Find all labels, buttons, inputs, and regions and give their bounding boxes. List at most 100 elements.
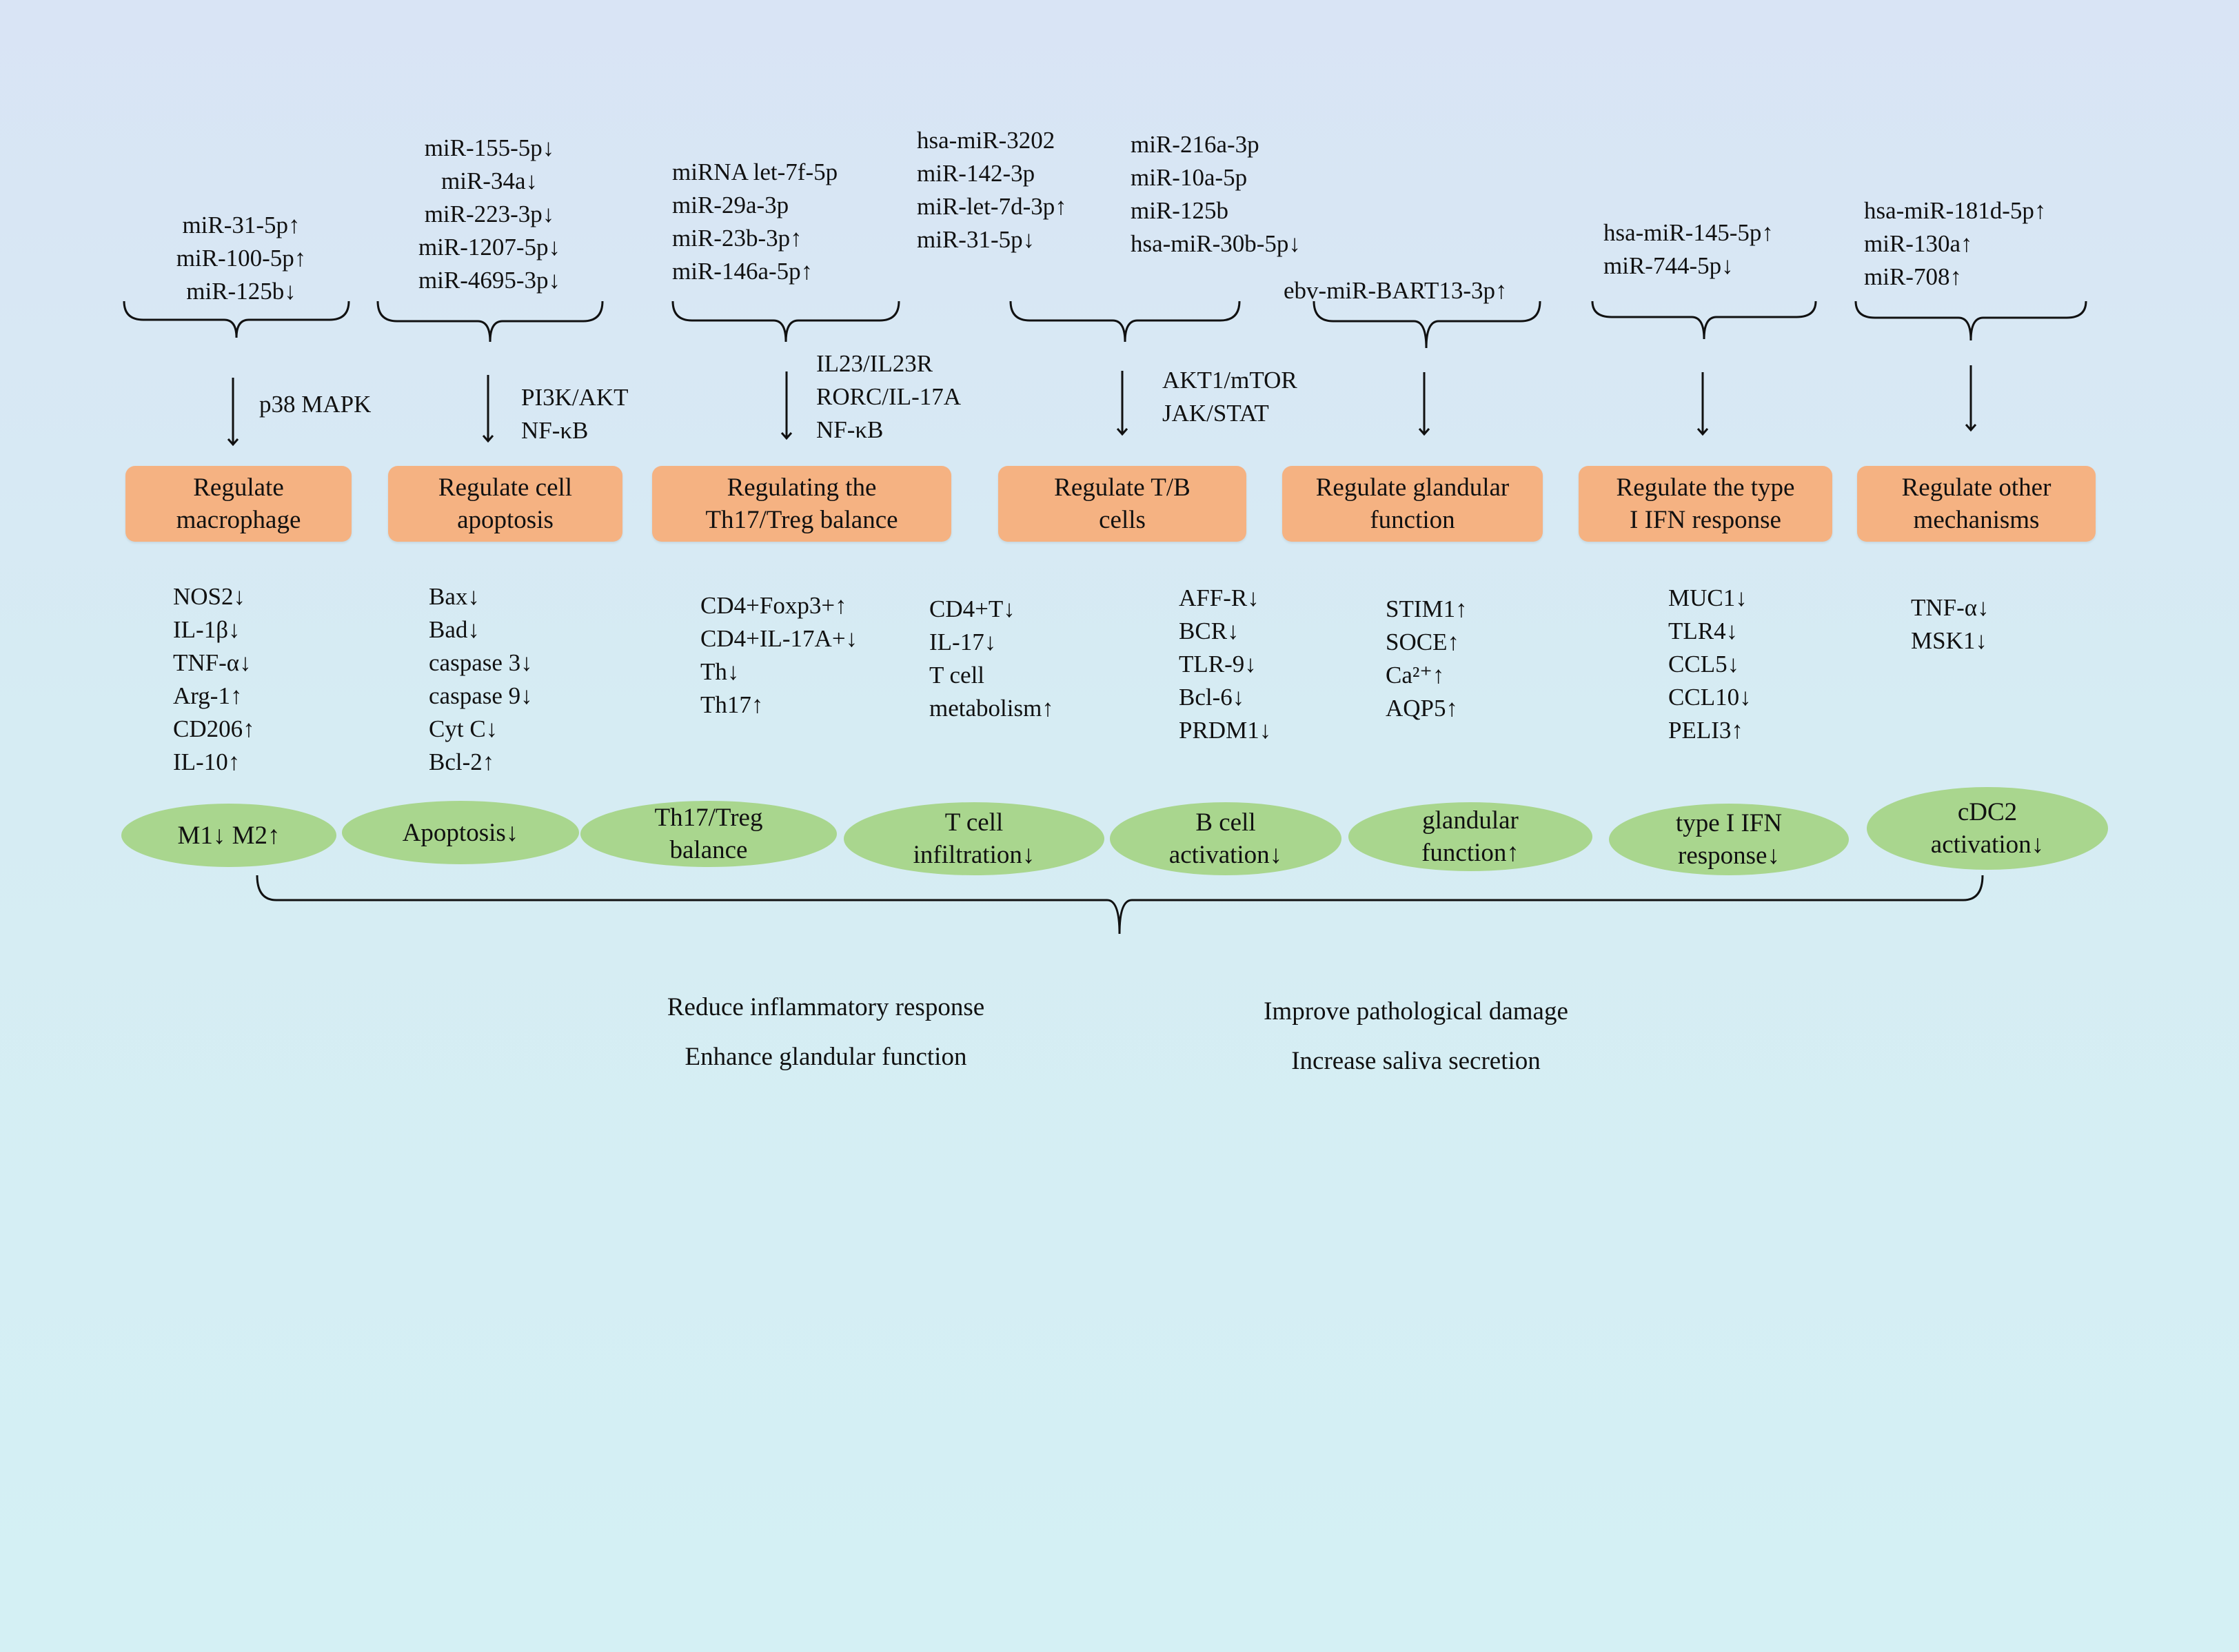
mirna-item: miR-146a-5p↑ bbox=[672, 258, 813, 285]
mirna-brace-3 bbox=[671, 300, 900, 343]
pathway-item: PI3K/AKT bbox=[521, 384, 629, 411]
marker-item: MUC1↓ bbox=[1668, 584, 1747, 611]
effect-ellipse-cdc2: cDC2 activation↓ bbox=[1867, 787, 2108, 870]
marker-item: Ca²⁺↑ bbox=[1386, 662, 1445, 689]
mirna-list-col7: hsa-miR-181d-5p↑ miR-130a↑ miR-708↑ bbox=[1864, 194, 2046, 294]
mirna-item: miR-142-3p bbox=[917, 160, 1035, 187]
mirna-item: miR-29a-3p bbox=[672, 192, 789, 218]
outcome-item: Enhance glandular function bbox=[685, 1043, 967, 1071]
effect-label: T cell infiltration↓ bbox=[913, 808, 1035, 869]
mirna-item: miR-4695-3p↓ bbox=[418, 267, 561, 294]
mirna-brace-1 bbox=[123, 300, 350, 338]
pathway-col3: IL23/IL23R RORC/IL-17A NF-κB bbox=[816, 347, 961, 447]
outcome-list-right: Improve pathological damage Increase sal… bbox=[1241, 995, 1591, 1078]
mirna-list-col4-right: miR-216a-3p miR-10a-5p miR-125b hsa-miR-… bbox=[1131, 128, 1301, 261]
marker-list-col6: MUC1↓ TLR4↓ CCL5↓ CCL10↓ PELI3↑ bbox=[1668, 582, 1752, 747]
effect-ellipse-ifn: type I IFN response↓ bbox=[1609, 804, 1849, 875]
mirna-item: miR-let-7d-3p↑ bbox=[917, 193, 1067, 220]
marker-list-col3: CD4+Foxp3+↑ CD4+IL-17A+↓ Th↓ Th17↑ bbox=[700, 589, 858, 722]
marker-item: TNF-α↓ bbox=[173, 649, 252, 676]
marker-list-col1: NOS2↓ IL-1β↓ TNF-α↓ Arg-1↑ CD206↑ IL-10↑ bbox=[173, 580, 255, 779]
effect-label: Apoptosis↓ bbox=[402, 818, 519, 847]
mechanism-box-macrophage: Regulate macrophage bbox=[125, 466, 352, 542]
marker-item: PELI3↑ bbox=[1668, 717, 1743, 744]
mirna-item: miR-708↑ bbox=[1864, 263, 1962, 290]
marker-item: caspase 3↓ bbox=[429, 649, 533, 676]
marker-item: CD4+T↓ bbox=[929, 595, 1015, 622]
marker-item: Th↓ bbox=[700, 658, 740, 685]
marker-item: CD4+IL-17A+↓ bbox=[700, 625, 858, 652]
mirna-item: miR-10a-5p bbox=[1131, 164, 1248, 191]
pathway-item: NF-κB bbox=[816, 416, 884, 443]
effect-label: B cell activation↓ bbox=[1168, 808, 1283, 869]
effect-label: type I IFN response↓ bbox=[1675, 809, 1783, 870]
marker-item: TLR4↓ bbox=[1668, 618, 1739, 644]
outcome-item: Reduce inflammatory response bbox=[667, 993, 985, 1021]
outcome-list-left: Reduce inflammatory response Enhance gla… bbox=[651, 991, 1001, 1074]
mirna-item: miR-1207-5p↓ bbox=[418, 234, 561, 261]
effect-label: cDC2 activation↓ bbox=[1930, 798, 2045, 859]
mirna-item: miR-31-5p↓ bbox=[917, 226, 1035, 253]
marker-list-col5: STIM1↑ SOCE↑ Ca²⁺↑ AQP5↑ bbox=[1386, 593, 1468, 725]
pathway-item: AKT1/mTOR bbox=[1162, 367, 1297, 394]
mirna-item: miR-130a↑ bbox=[1864, 230, 1973, 257]
marker-item: T cell bbox=[929, 662, 985, 689]
mirna-item: hsa-miR-3202 bbox=[917, 127, 1055, 154]
marker-item: AFF-R↓ bbox=[1179, 584, 1259, 611]
marker-item: PRDM1↓ bbox=[1179, 717, 1272, 744]
mechanism-box-ifn: Regulate the type I IFN response bbox=[1579, 466, 1832, 542]
marker-item: Th17↑ bbox=[700, 691, 764, 718]
marker-list-col4-t: CD4+T↓ IL-17↓ T cell metabolism↑ bbox=[929, 593, 1054, 725]
outcome-brace bbox=[256, 875, 1984, 935]
mirna-list-col2: miR-155-5p↓ miR-34a↓ miR-223-3p↓ miR-120… bbox=[398, 132, 580, 297]
mirna-item: miR-31-5p↑ bbox=[182, 212, 301, 238]
pathway-item: JAK/STAT bbox=[1162, 400, 1269, 427]
mechanism-box-th17-treg: Regulating the Th17/Treg balance bbox=[652, 466, 951, 542]
mechanism-box-apoptosis: Regulate cell apoptosis bbox=[388, 466, 622, 542]
marker-item: CCL5↓ bbox=[1668, 651, 1740, 677]
marker-list-col4-b: AFF-R↓ BCR↓ TLR-9↓ Bcl-6↓ PRDM1↓ bbox=[1179, 582, 1271, 747]
effect-label: Th17/Treg balance bbox=[654, 804, 763, 864]
pathway-item: RORC/IL-17A bbox=[816, 383, 961, 410]
marker-item: Bcl-2↑ bbox=[429, 748, 495, 775]
mirna-list-col5: ebv-miR-BART13-3p↑ bbox=[1284, 274, 1508, 307]
marker-item: Cyt C↓ bbox=[429, 715, 498, 742]
marker-item: CCL10↓ bbox=[1668, 684, 1752, 711]
marker-item: STIM1↑ bbox=[1386, 595, 1468, 622]
mirna-item: miR-223-3p↓ bbox=[424, 201, 555, 227]
mirna-item: miR-34a↓ bbox=[441, 167, 538, 194]
mirna-item: miR-125b bbox=[1131, 197, 1228, 224]
marker-list-col7: TNF-α↓ MSK1↓ bbox=[1911, 591, 1989, 657]
marker-item: Bax↓ bbox=[429, 583, 480, 610]
marker-item: TNF-α↓ bbox=[1911, 594, 1989, 621]
mirna-item: miR-100-5p↑ bbox=[176, 245, 307, 272]
mechanism-label: Regulate glandular function bbox=[1315, 473, 1510, 534]
effect-label: glandular function↑ bbox=[1421, 806, 1519, 867]
marker-item: TLR-9↓ bbox=[1179, 651, 1257, 677]
marker-item: CD206↑ bbox=[173, 715, 255, 742]
effect-ellipse-macrophage: M1↓ M2↑ bbox=[121, 804, 336, 867]
mechanism-box-other: Regulate other mechanisms bbox=[1857, 466, 2096, 542]
marker-item: Bad↓ bbox=[429, 616, 480, 643]
marker-item: NOS2↓ bbox=[173, 583, 246, 610]
marker-item: Arg-1↑ bbox=[173, 682, 243, 709]
mirna-item: miR-23b-3p↑ bbox=[672, 225, 802, 252]
mirna-brace-5 bbox=[1313, 300, 1541, 349]
effect-ellipse-apoptosis: Apoptosis↓ bbox=[342, 801, 579, 864]
effect-ellipse-b-cell: B cell activation↓ bbox=[1110, 802, 1341, 875]
marker-item: MSK1↓ bbox=[1911, 627, 1987, 654]
mirna-item: hsa-miR-145-5p↑ bbox=[1603, 219, 1774, 246]
mirna-item: ebv-miR-BART13-3p↑ bbox=[1284, 277, 1508, 304]
marker-item: Bcl-6↓ bbox=[1179, 684, 1245, 711]
mirna-brace-6 bbox=[1591, 300, 1817, 340]
marker-item: AQP5↑ bbox=[1386, 695, 1459, 722]
marker-item: caspase 9↓ bbox=[429, 682, 533, 709]
effect-label: M1↓ M2↑ bbox=[177, 821, 281, 850]
effect-ellipse-t-cell: T cell infiltration↓ bbox=[844, 802, 1104, 875]
pathway-col2: PI3K/AKT NF-κB bbox=[521, 381, 629, 447]
effect-ellipse-th17-treg: Th17/Treg balance bbox=[580, 801, 837, 867]
marker-item: metabolism↑ bbox=[929, 695, 1054, 722]
mirna-list-col3: miRNA let-7f-5p miR-29a-3p miR-23b-3p↑ m… bbox=[672, 156, 838, 288]
mechanism-label: Regulate macrophage bbox=[176, 473, 301, 534]
